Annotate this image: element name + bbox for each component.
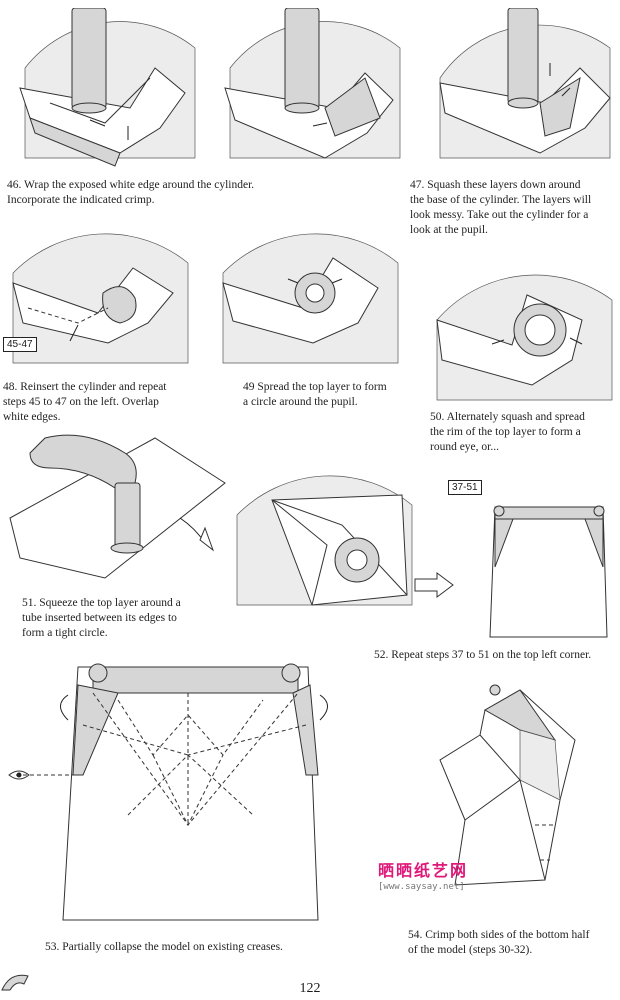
step-48-ref: 45-47	[3, 337, 37, 352]
watermark-site: 晒晒纸艺网	[378, 857, 468, 881]
step-48-caption: 48. Reinsert the cylinder and repeat ste…	[3, 380, 228, 425]
step-51-caption: 51. Squeeze the top layer around a tube …	[22, 596, 237, 641]
step-49-diagram	[218, 213, 403, 373]
step-52-diagram-b	[485, 497, 615, 645]
step-53-diagram	[8, 655, 333, 930]
step-49-caption: 49 Spread the top layer to form a circle…	[243, 380, 418, 410]
step-52-caption: 52. Repeat steps 37 to 51 on the top lef…	[374, 648, 620, 663]
step-47-diagram	[430, 8, 615, 168]
step-46-caption: 46. Wrap the exposed white edge around t…	[7, 178, 337, 208]
step-53-eye-icon	[8, 767, 30, 783]
step-52-ref: 37-51	[448, 480, 482, 495]
step-51-diagram	[5, 428, 230, 583]
step-46-diagram-a	[10, 8, 200, 173]
step-46-diagram-b	[215, 8, 405, 173]
step-52-arrow-icon	[413, 572, 455, 598]
step-50-caption: 50. Alternately squash and spread the ri…	[430, 410, 618, 455]
watermark: 晒晒纸艺网 [www.saysay.net]	[378, 857, 468, 892]
watermark-url: [www.saysay.net]	[378, 882, 468, 892]
page-number: 122	[0, 981, 620, 997]
step-53-caption: 53. Partially collapse the model on exis…	[45, 940, 365, 955]
step-52-diagram-a	[232, 445, 417, 610]
step-47-caption: 47. Squash these layers down around the …	[410, 178, 618, 238]
step-50-diagram	[432, 260, 617, 410]
step-54-caption: 54. Crimp both sides of the bottom half …	[408, 928, 618, 958]
